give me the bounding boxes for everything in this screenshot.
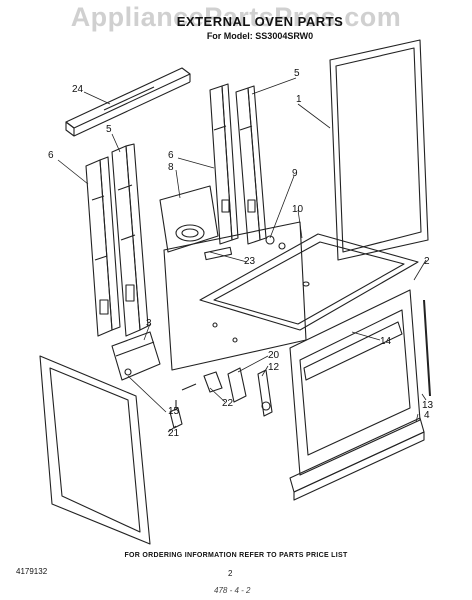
oven-door-panel: [39, 355, 151, 545]
part-22-hinge-pin: [181, 371, 223, 393]
part-1-side-panel-frame: [329, 39, 429, 261]
callout-3: 3: [146, 318, 152, 329]
callout-10: 10: [292, 204, 304, 215]
callout-12: 12: [268, 362, 280, 373]
callout-22: 22: [222, 398, 234, 409]
callout-6-center: 6: [168, 150, 174, 161]
callout-21: 21: [168, 428, 180, 439]
callout-9: 9: [292, 168, 298, 179]
callout-1: 1: [296, 94, 302, 105]
document-number: 4179132: [16, 567, 48, 576]
part-6-left-rail: [85, 156, 121, 337]
part-3-bracket: [111, 331, 161, 381]
callout-15: 15: [168, 406, 180, 417]
callout-5-right: 5: [294, 68, 300, 79]
callout-8: 8: [168, 162, 174, 173]
callout-labels: 24 5 5 1 6 6 8 9 10 2 3 14 23 20 12 22 1…: [48, 68, 434, 439]
callout-6-left: 6: [48, 150, 54, 161]
part-24-top-trim: [65, 67, 191, 137]
part-6-center-rail: [209, 83, 239, 245]
part-12-hinge-arm: [257, 369, 273, 417]
part-15-screw: [124, 368, 132, 376]
callout-2: 2: [424, 256, 430, 267]
part-21-leveler: [169, 400, 183, 429]
leader-lines: [57, 77, 427, 433]
callout-24: 24: [72, 84, 84, 95]
part-13-trim-strip: [423, 299, 431, 397]
part-8-burner-shield: [159, 185, 219, 253]
watermark: AppliancePartsPros.com: [70, 2, 402, 32]
ordering-note: FOR ORDERING INFORMATION REFER TO PARTS …: [124, 552, 348, 559]
callout-4: 4: [424, 410, 430, 421]
part-4-kick-panel: [289, 417, 425, 501]
part-20-hinge: [227, 367, 247, 403]
callout-13: 13: [422, 400, 434, 411]
callout-23: 23: [244, 256, 256, 267]
part-5-center-channel: [235, 85, 267, 245]
callout-14: 14: [380, 336, 392, 347]
page-title: EXTERNAL OVEN PARTS: [176, 14, 344, 29]
part-2-oven-deck: [199, 233, 419, 331]
page-number: 2: [228, 569, 233, 578]
callout-20: 20: [268, 350, 280, 361]
reference-code: 478 - 4 - 2: [214, 586, 251, 595]
model-subtitle: For Model: SS3004SRW0: [206, 31, 314, 41]
part-9-back-panel: [163, 221, 307, 371]
callout-5-left: 5: [106, 124, 112, 135]
part-5-left-channel: [111, 143, 149, 337]
